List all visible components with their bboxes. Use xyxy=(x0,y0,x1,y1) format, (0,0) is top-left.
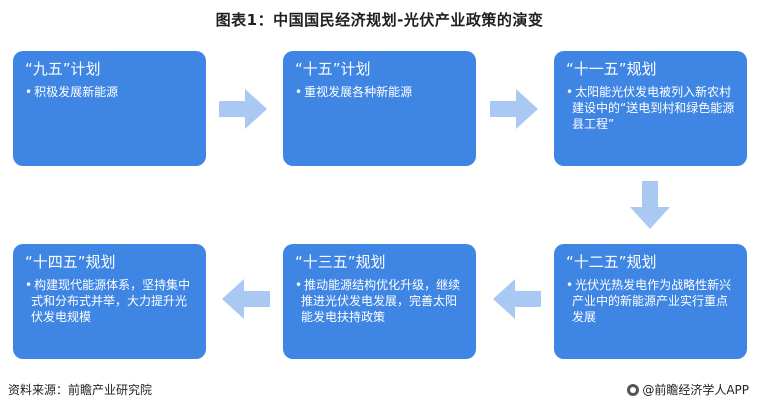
arrow-right-icon xyxy=(490,89,538,129)
source-note: 资料来源：前瞻产业研究院 xyxy=(8,383,153,397)
arrow-down-icon xyxy=(630,181,670,229)
diagram-title: 图表1：中国国民经济规划-光伏产业政策的演变 xyxy=(215,11,544,29)
stage-title: “九五”计划 xyxy=(25,60,101,78)
stage-box-11th-plan: “十一五”规划 太阳能光伏发电被列入新农村建设中的“送电到村和绿色能源县工程” xyxy=(554,51,747,166)
brand-logo-icon xyxy=(627,383,640,396)
stage-description: 光伏光热发电作为战略性新兴产业中的新能源产业实行重点发展 xyxy=(566,277,737,325)
stage-box-10th-plan: “十五”计划 重视发展各种新能源 xyxy=(283,51,476,166)
stage-description: 重视发展各种新能源 xyxy=(295,84,466,100)
stage-description: 积极发展新能源 xyxy=(25,84,196,100)
brand-credit: @前瞻经济学人APP xyxy=(627,381,749,398)
stage-box-14th-plan: “十四五”规划 构建现代能源体系，坚持集中式和分布式并举，大力提升光伏发电规模 xyxy=(13,244,206,359)
arrow-left-icon xyxy=(493,279,541,319)
stage-title: “十一五”规划 xyxy=(566,60,657,78)
arrow-left-icon xyxy=(222,279,270,319)
stage-title: “十二五”规划 xyxy=(566,253,657,271)
stage-box-12th-plan: “十二五”规划 光伏光热发电作为战略性新兴产业中的新能源产业实行重点发展 xyxy=(554,244,747,359)
stage-title: “十四五”规划 xyxy=(25,253,116,271)
stage-description: 推动能源结构优化升级，继续推进光伏发电发展，完善太阳能发电扶持政策 xyxy=(295,277,466,325)
stage-box-13th-plan: “十三五”规划 推动能源结构优化升级，继续推进光伏发电发展，完善太阳能发电扶持政… xyxy=(283,244,476,359)
stage-description: 构建现代能源体系，坚持集中式和分布式并举，大力提升光伏发电规模 xyxy=(25,277,196,325)
brand-text: @前瞻经济学人APP xyxy=(642,383,749,397)
arrow-right-icon xyxy=(219,89,267,129)
stage-title: “十三五”规划 xyxy=(295,253,386,271)
stage-title: “十五”计划 xyxy=(295,60,371,78)
stage-description: 太阳能光伏发电被列入新农村建设中的“送电到村和绿色能源县工程” xyxy=(566,84,737,132)
stage-box-9th-plan: “九五”计划 积极发展新能源 xyxy=(13,51,206,166)
